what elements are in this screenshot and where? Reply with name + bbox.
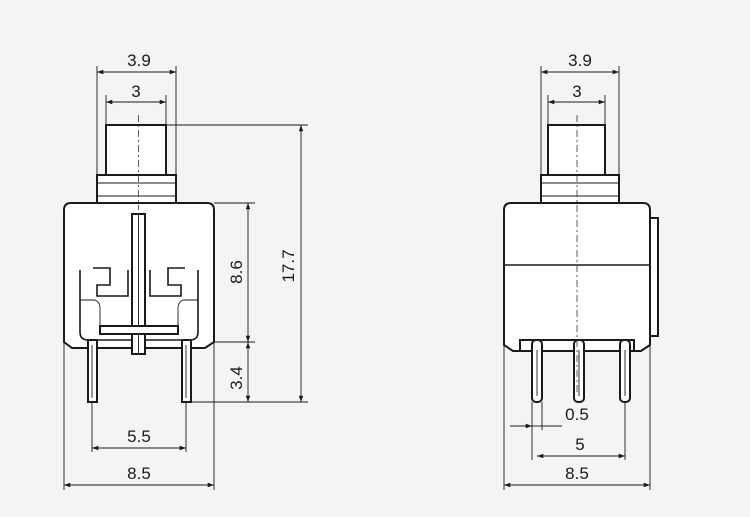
right-view: 3.9 3 0.5 5 8.5	[503, 51, 659, 490]
left-dim-pin-spacing: 5.5	[127, 427, 151, 446]
right-dim-top-inner: 3	[572, 82, 581, 101]
left-dim-top-outer: 3.9	[127, 51, 151, 70]
left-dim-width: 8.5	[127, 464, 151, 483]
left-dim-body-height: 8.6	[227, 260, 246, 284]
left-plunger-collar	[96, 174, 177, 204]
right-dim-pin-width: 0.5	[565, 405, 589, 424]
left-dim-top-inner: 3	[131, 82, 140, 101]
right-dim-width: 8.5	[565, 464, 589, 483]
left-view: 3.9 3 8.6 17.7 3.4 5.5 8.5	[63, 51, 308, 490]
left-pin-2	[181, 339, 192, 403]
right-dim-top-outer: 3.9	[568, 51, 592, 70]
left-dim-total-height: 17.7	[279, 249, 298, 282]
right-plunger	[547, 124, 606, 176]
left-dim-pin-length: 3.4	[227, 366, 246, 390]
right-plunger-collar	[540, 174, 620, 204]
left-pin-1	[87, 339, 98, 403]
right-dim-pin-pitch: 5	[575, 435, 584, 454]
left-plunger	[105, 124, 167, 176]
